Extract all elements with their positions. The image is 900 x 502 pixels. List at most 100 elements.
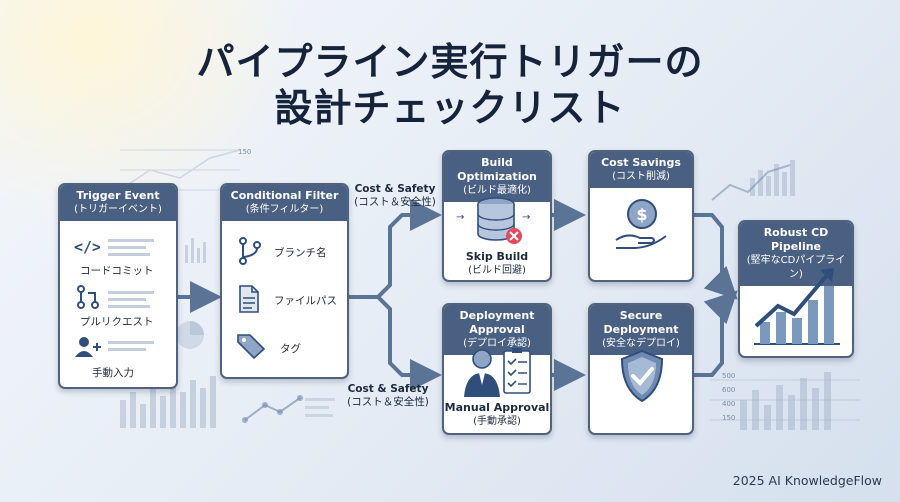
arrow-secure-to-robust: [691, 290, 738, 377]
build-card-subtitle: (ビルド最適化): [463, 185, 531, 196]
cost-savings-card: Cost Savings (コスト削減) $: [588, 150, 694, 282]
robust-card-subtitle: (堅牢なCDパイプライン): [746, 255, 846, 280]
approval-card-header: Deployment Approval (デプロイ承認): [444, 305, 550, 355]
trigger-item-commit: コードコミット: [80, 265, 154, 277]
arrow-cost-to-robust: [691, 213, 738, 300]
database-skip-icon: → →: [456, 197, 530, 244]
bg-tick-label: 150: [722, 414, 735, 422]
secure-deployment-card: Secure Deployment (安全なデプロイ): [588, 303, 694, 435]
trigger-card-subtitle: (トリガーイベント): [74, 204, 162, 215]
filter-card-header: Conditional Filter (条件フィルター): [222, 185, 347, 221]
svg-text:</>: </>: [74, 238, 100, 256]
bg-bar: [170, 384, 176, 428]
cost-card-title: Cost Savings: [601, 156, 681, 169]
bg-text-line: [305, 414, 333, 417]
bg-tick-label: 500: [722, 372, 735, 380]
bg-line-series: [244, 397, 301, 421]
pull-request-icon: [77, 285, 99, 309]
branch-icon: [239, 237, 261, 265]
bg-bar: [764, 405, 771, 430]
bg-text-line: [305, 398, 335, 401]
route-bottom-en: Cost & Safety: [347, 383, 429, 395]
bg-bar: [180, 392, 186, 428]
user-add-icon: [75, 337, 101, 357]
page-title: パイプライン実行トリガーの: [196, 40, 704, 84]
approval-label-main: Manual Approval: [444, 401, 550, 414]
shield-check-icon: [620, 349, 664, 403]
filter-card-title: Conditional Filter: [230, 189, 339, 202]
bg-dot: [262, 402, 268, 408]
bg-bar: [800, 378, 807, 430]
arrow-filter-to-build: [345, 199, 442, 299]
bg-tick-label: 600: [722, 386, 735, 394]
trigger-item-manual: 手動入力: [92, 367, 134, 379]
route-bottom-jp: (コスト＆安全性): [347, 396, 429, 408]
build-card-header: Build Optimization (ビルド最適化): [444, 152, 550, 202]
build-label-sub: (ビルド回避): [468, 265, 526, 276]
svg-text:→: →: [456, 212, 464, 223]
bg-line-series: [711, 164, 791, 201]
bg-bar: [774, 164, 779, 196]
secure-card-subtitle: (安全なデプロイ): [602, 338, 680, 349]
bg-bar: [190, 380, 196, 428]
route-top-jp: (コスト＆安全性): [354, 196, 436, 208]
tag-icon: [237, 334, 266, 359]
bg-line-series: [119, 149, 241, 191]
bg-bar: [758, 170, 763, 196]
deployment-approval-card: Deployment Approval (デプロイ承認) Manual Appr…: [442, 303, 552, 435]
bg-dot: [297, 395, 303, 401]
approver-checklist-icon: [464, 348, 531, 397]
route-top-en: Cost & Safety: [354, 183, 436, 195]
bg-pie: [176, 321, 204, 349]
bg-dot: [277, 409, 283, 415]
svg-text:$: $: [636, 205, 647, 224]
bg-bar: [185, 245, 188, 263]
bg-bar: [766, 176, 771, 196]
text-lines-icon: [108, 341, 154, 351]
bg-bar: [130, 392, 136, 428]
robust-card-header: Robust CD Pipeline (堅牢なCDパイプライン): [740, 222, 852, 286]
bg-bar: [824, 372, 831, 430]
build-label: Skip Build (ビルド回避): [444, 250, 550, 278]
footer-credit: 2025 AI KnowledgeFlow: [732, 473, 882, 488]
filter-item-tag: タグ: [280, 343, 301, 355]
growth-chart-icon: [754, 268, 840, 345]
trigger-card-title: Trigger Event: [76, 189, 160, 202]
robust-cd-pipeline-card: Robust CD Pipeline (堅牢なCDパイプライン): [738, 220, 854, 358]
conditional-filter-card: Conditional Filter (条件フィルター) ブランチ名 ファイルパ…: [220, 183, 349, 379]
filter-card-subtitle: (条件フィルター): [245, 204, 324, 215]
bg-bar: [776, 385, 783, 430]
text-lines-icon: [108, 239, 154, 256]
bg-bar: [120, 400, 126, 428]
arrow-filter-to-approval: [376, 295, 442, 391]
approval-label: Manual Approval (手動承認): [444, 401, 550, 429]
secure-card-header: Secure Deployment (安全なデプロイ): [590, 305, 692, 355]
cost-card-header: Cost Savings (コスト削減): [590, 152, 692, 188]
approval-card-title: Deployment Approval: [459, 309, 535, 336]
trigger-item-pull-request: プルリクエスト: [80, 316, 154, 328]
trigger-event-card: Trigger Event (トリガーイベント) </> コードコミット プルリ…: [58, 183, 178, 389]
bg-bar: [200, 388, 206, 428]
bg-bar: [812, 388, 819, 430]
build-label-main: Skip Build: [465, 250, 529, 263]
secure-card-title: Secure Deployment: [603, 309, 679, 336]
bg-bar: [752, 390, 759, 430]
code-icon: </>: [74, 238, 100, 256]
bg-bar: [790, 160, 795, 196]
route-label-top: Cost & Safety (コスト＆安全性): [350, 183, 440, 209]
file-icon: [239, 285, 259, 313]
page-title-line2: 設計チェックリスト: [274, 86, 626, 130]
bg-bar: [740, 400, 747, 430]
bg-bar: [160, 396, 166, 428]
filter-item-filepath: ファイルパス: [274, 295, 337, 307]
bg-tick-label: 150: [238, 148, 251, 156]
cost-card-subtitle: (コスト削減): [612, 171, 670, 182]
bg-bar: [150, 388, 156, 428]
approval-card-subtitle: (デプロイ承認): [463, 338, 531, 349]
build-optimization-card: Build Optimization (ビルド最適化) → → Skip Bui…: [442, 150, 552, 282]
build-card-title: Build Optimization: [457, 156, 537, 183]
bg-text-line: [305, 406, 329, 409]
bg-bar: [197, 248, 200, 263]
